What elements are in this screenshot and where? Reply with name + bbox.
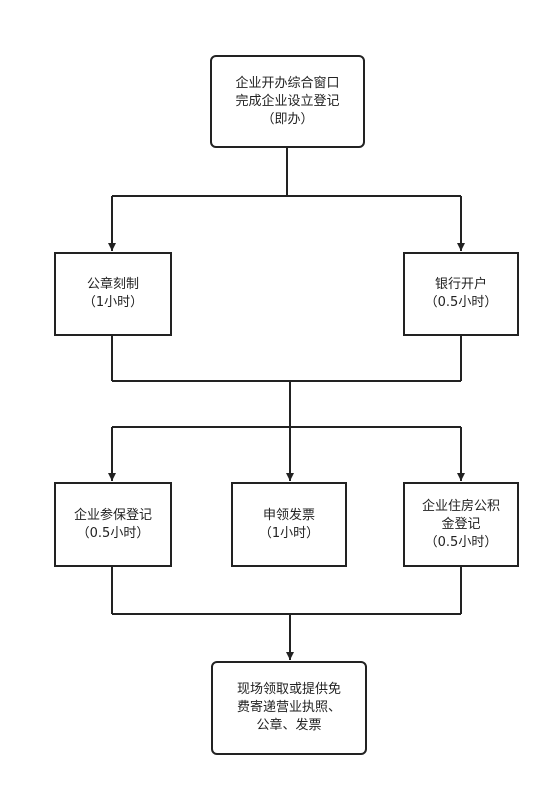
node-invoice-line-2: （1小时） <box>258 525 320 541</box>
node-finish-line-1: 现场领取或提供免 <box>236 682 341 697</box>
node-start-line-1: 企业开办综合窗口 <box>235 75 340 91</box>
node-start-line-3: （即办） <box>261 111 314 127</box>
node-bank-line-2: （0.5小时） <box>424 295 498 310</box>
node-housing-fund-line-3: （0.5小时） <box>424 534 498 550</box>
node-start-line-2: 完成企业设立登记 <box>235 93 340 109</box>
node-housing-fund: 企业住房公积 金登记 （0.5小时） <box>403 482 519 567</box>
node-housing-fund-line-1: 企业住房公积 <box>421 498 500 514</box>
node-finish-line-2: 费寄递营业执照、 <box>236 700 341 715</box>
node-bank: 银行开户 （0.5小时） <box>403 252 519 336</box>
node-start: 企业开办综合窗口 完成企业设立登记 （即办） <box>210 55 365 148</box>
node-invoice: 申领发票 （1小时） <box>231 482 347 567</box>
node-seal: 公章刻制 （1小时） <box>54 252 172 336</box>
node-social-insurance-line-2: （0.5小时） <box>76 525 150 541</box>
node-housing-fund-line-2: 金登记 <box>441 516 481 532</box>
node-seal-line-2: （1小时） <box>82 295 144 310</box>
node-social-insurance-line-1: 企业参保登记 <box>73 507 152 523</box>
node-seal-line-1: 公章刻制 <box>86 277 139 292</box>
node-social-insurance: 企业参保登记 （0.5小时） <box>54 482 172 567</box>
node-finish-line-3: 公章、发票 <box>256 718 322 733</box>
node-invoice-line-1: 申领发票 <box>262 507 315 523</box>
node-bank-line-1: 银行开户 <box>434 277 487 292</box>
node-finish: 现场领取或提供免 费寄递营业执照、 公章、发票 <box>211 661 367 755</box>
